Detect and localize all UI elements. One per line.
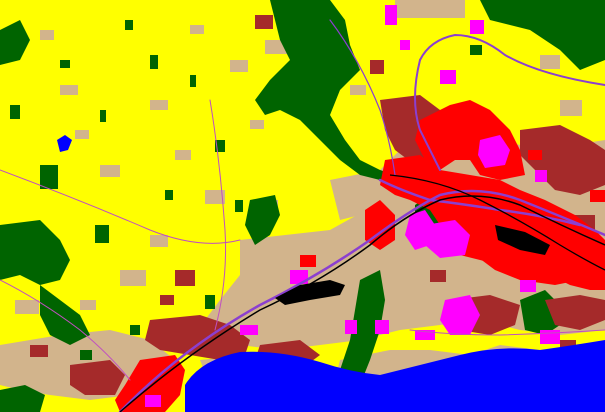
- industrial-zone: [145, 5, 560, 407]
- rail-network: [119, 174, 605, 412]
- water-zone: [57, 135, 605, 412]
- road-network: [0, 19, 605, 412]
